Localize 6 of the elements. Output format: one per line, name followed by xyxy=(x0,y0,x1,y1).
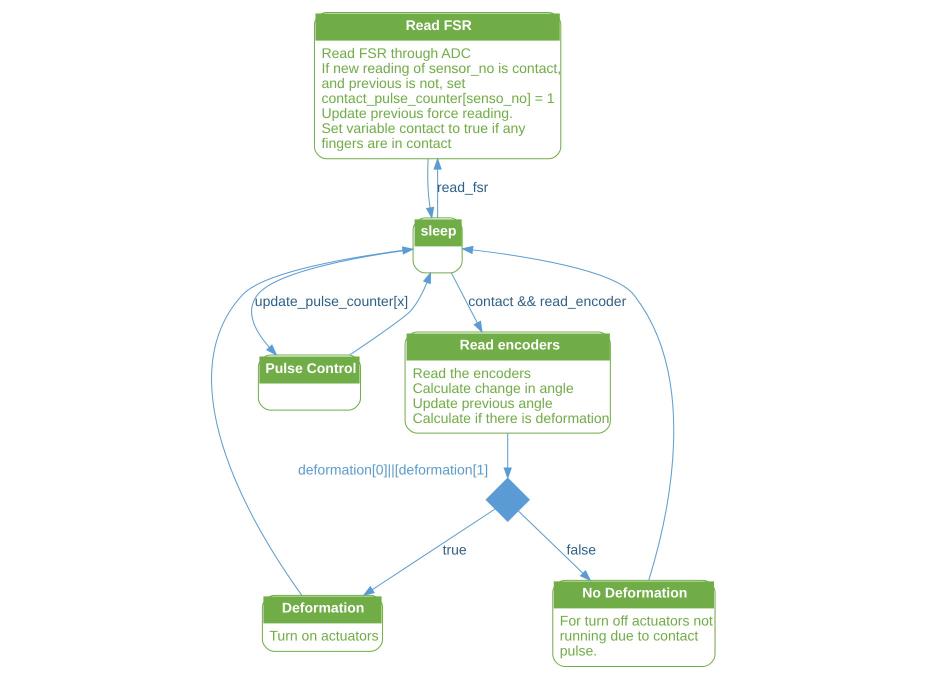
edge-label: read_fsr xyxy=(436,179,488,195)
node-label: deformation[0]||[deformation[1] xyxy=(297,461,488,478)
edge-label: true xyxy=(442,541,466,558)
edge-label: contact && read_encoder xyxy=(468,293,626,310)
edge-label: false xyxy=(566,541,596,558)
edge-label: update_pulse_counter[x] xyxy=(254,293,408,310)
